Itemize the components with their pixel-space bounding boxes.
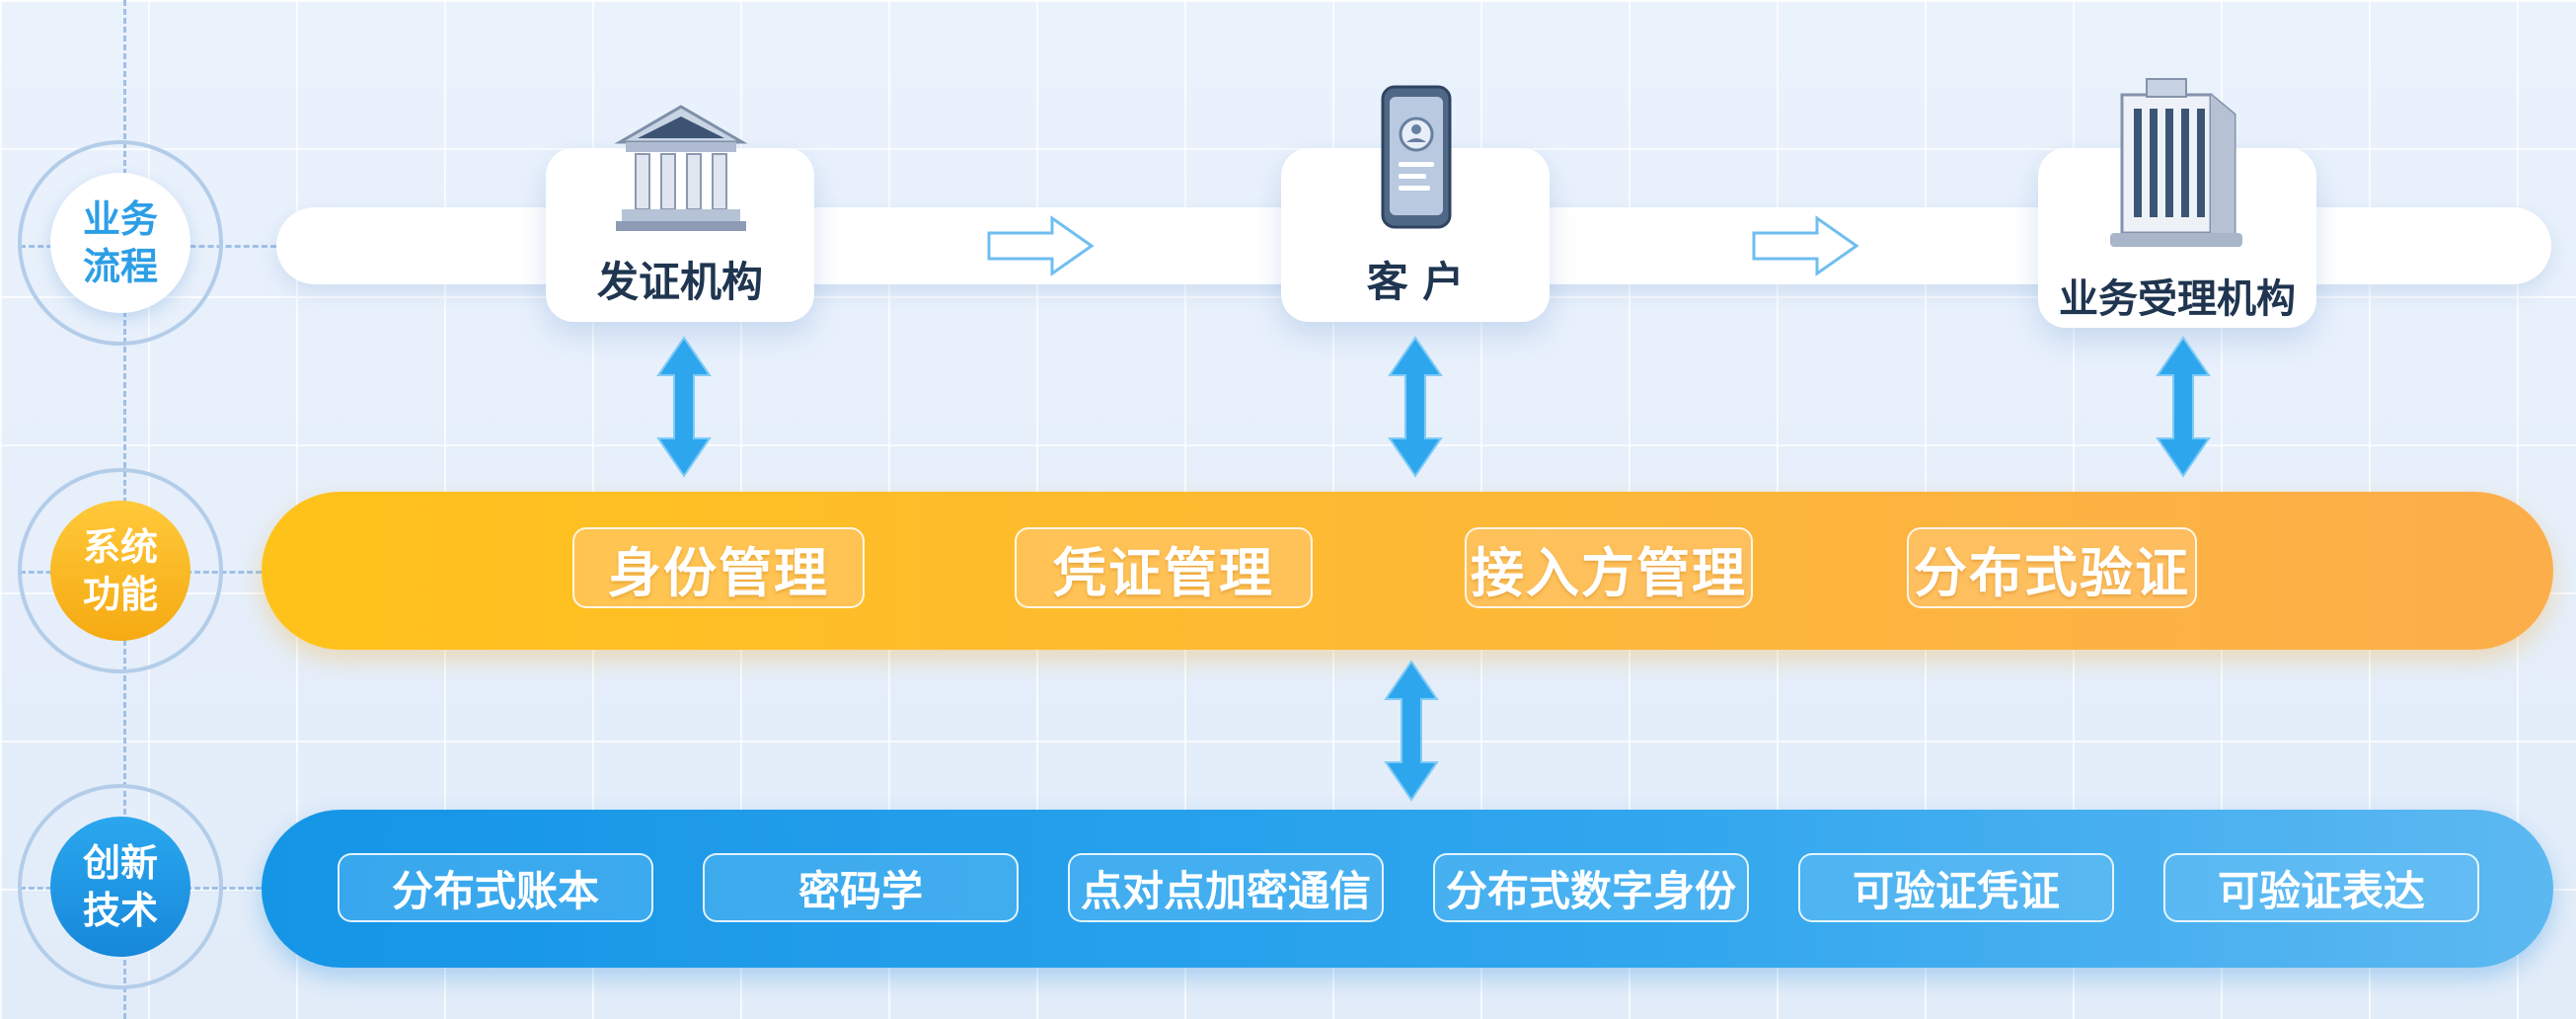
function-access-party-management: 接入方管理 — [1465, 527, 1753, 608]
double-arrow-icon — [656, 336, 712, 478]
tech-distributed-ledger: 分布式账本 — [338, 853, 653, 922]
actor-label-verifier: 业务受理机构 — [2059, 276, 2296, 322]
tech-decentralized-identity: 分布式数字身份 — [1433, 853, 1749, 922]
tech-p2p-encrypted-communication: 点对点加密通信 — [1068, 853, 1384, 922]
tech-verifiable-presentation: 可验证表达 — [2163, 853, 2479, 922]
smartphone-id-icon — [1381, 85, 1452, 229]
actor-label-customer: 客 户 — [1366, 258, 1465, 306]
bank-building-icon — [614, 105, 748, 231]
flow-arrow-right-icon — [1752, 215, 1859, 276]
double-arrow-icon — [2156, 336, 2211, 478]
row-label-tech: 创新 技术 — [50, 817, 190, 957]
row-badge-tech: 创新 技术 — [18, 784, 223, 989]
tech-verifiable-credential: 可验证凭证 — [1798, 853, 2114, 922]
flow-arrow-right-icon — [987, 215, 1095, 276]
double-arrow-icon — [1384, 660, 1439, 802]
tech-cryptography: 密码学 — [703, 853, 1019, 922]
double-arrow-icon — [1388, 336, 1443, 478]
office-building-icon — [2110, 78, 2242, 247]
function-distributed-verification: 分布式验证 — [1907, 527, 2197, 608]
innovation-tech-bar — [262, 810, 2553, 968]
function-credential-management: 凭证管理 — [1015, 527, 1313, 608]
row-label-system: 系统 功能 — [50, 501, 190, 641]
row-badge-system: 系统 功能 — [18, 468, 223, 673]
row-label-business: 业务 流程 — [50, 173, 190, 313]
function-identity-management: 身份管理 — [572, 527, 865, 608]
actor-label-issuer: 发证机构 — [596, 258, 763, 306]
actor-card-issuer: 发证机构 — [546, 148, 814, 322]
row-badge-business: 业务 流程 — [18, 140, 223, 346]
